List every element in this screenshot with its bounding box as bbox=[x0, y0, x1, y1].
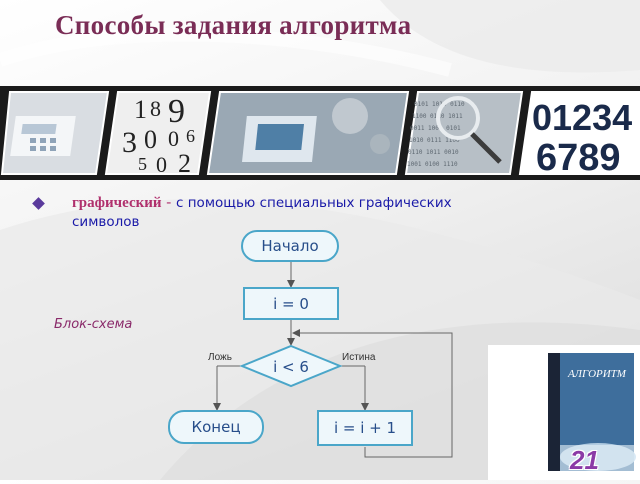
flowchart-end: Конец bbox=[168, 410, 264, 444]
svg-text:0011 1001 0101: 0011 1001 0101 bbox=[410, 125, 461, 132]
svg-text:2: 2 bbox=[178, 149, 191, 178]
flowchart-increment: i = i + 1 bbox=[317, 410, 413, 446]
condition-label: i < 6 bbox=[273, 358, 309, 376]
computer-panel-image bbox=[206, 91, 410, 175]
svg-text:8: 8 bbox=[150, 96, 161, 121]
book-cover-image: АЛГОРИТМ bbox=[548, 353, 636, 471]
svg-text:0: 0 bbox=[144, 125, 157, 154]
svg-text:9: 9 bbox=[168, 93, 185, 130]
svg-text:1: 1 bbox=[134, 95, 147, 124]
digits-row-2: 6789 bbox=[536, 137, 621, 179]
svg-text:5: 5 bbox=[138, 154, 147, 174]
bullet-text: графический - с помощью специальных граф… bbox=[72, 194, 512, 232]
digits-row-1: 01234 bbox=[532, 97, 632, 138]
false-branch-label: Ложь bbox=[208, 352, 232, 363]
true-branch-label: Истина bbox=[342, 352, 376, 363]
svg-text:3: 3 bbox=[122, 126, 137, 159]
header-image-strip: 1 8 9 3 0 0 5 0 2 6 0101 1010 0110 1100 … bbox=[0, 86, 640, 180]
magnifier-panel-image: 0101 1010 0110 1100 0110 1011 0011 1001 … bbox=[404, 91, 524, 175]
svg-text:0101 1010 0110: 0101 1010 0110 bbox=[414, 101, 465, 108]
digits-panel-image: 1 8 9 3 0 0 5 0 2 6 bbox=[104, 91, 212, 178]
book-cover-area: АЛГОРИТМ bbox=[488, 345, 640, 480]
svg-text:0: 0 bbox=[168, 126, 179, 151]
flowchart-caption: Блок-схема bbox=[54, 317, 133, 332]
bullet-description: с помощью специальных графических символ… bbox=[72, 195, 452, 230]
condition-diamond bbox=[239, 344, 343, 388]
flowchart-init: i = 0 bbox=[243, 287, 339, 320]
svg-text:0110 1011 0010: 0110 1011 0010 bbox=[408, 149, 459, 156]
bullet-separator: - bbox=[161, 195, 177, 211]
svg-text:1010 0111 1100: 1010 0111 1100 bbox=[409, 137, 460, 144]
slide-title: Способы задания алгоритма bbox=[55, 10, 412, 40]
svg-text:1001 0100 1110: 1001 0100 1110 bbox=[407, 161, 458, 168]
svg-text:0: 0 bbox=[156, 152, 167, 177]
bullet-term: графический bbox=[72, 195, 162, 211]
calculator-panel-image bbox=[0, 91, 110, 175]
svg-text:6: 6 bbox=[186, 126, 195, 146]
big-digits-panel-image: 01234 6789 bbox=[518, 91, 640, 179]
flowchart-start: Начало bbox=[241, 230, 339, 262]
page-number: 21 bbox=[570, 445, 599, 475]
book-cover-title: АЛГОРИТМ bbox=[567, 368, 627, 380]
